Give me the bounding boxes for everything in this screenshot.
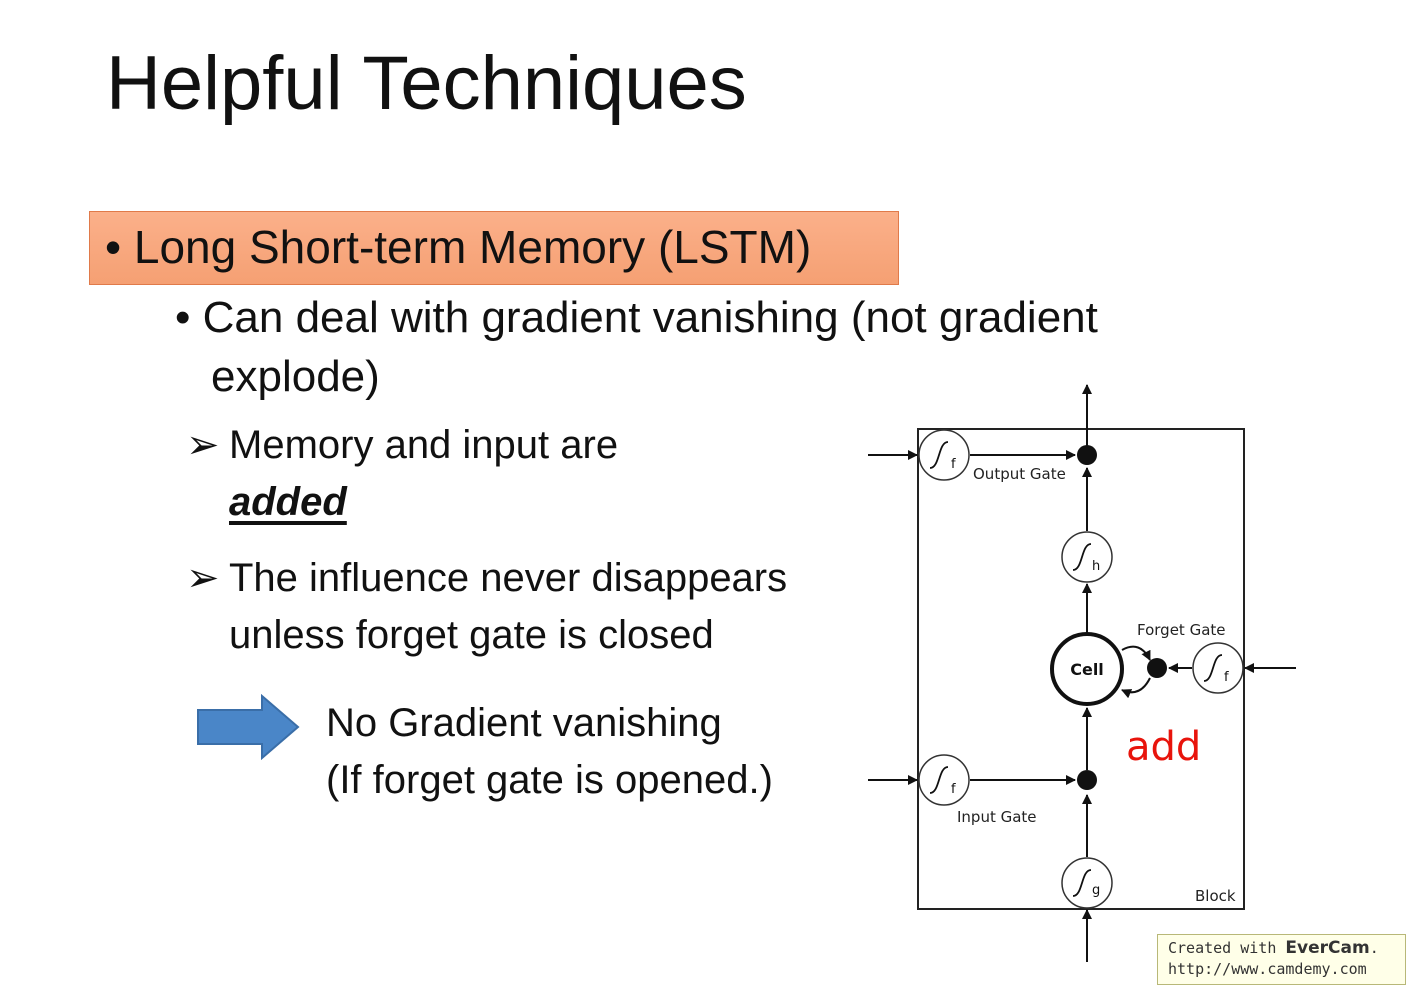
forget-multiply-node [1147, 658, 1167, 678]
arrowhead-bullet-icon: ➢ [186, 423, 220, 467]
point-influence-line2: unless forget gate is closed [229, 613, 714, 657]
output-gate-sub: f [951, 457, 956, 472]
forget-gate-label: Forget Gate [1137, 621, 1226, 639]
input-multiply-node [1077, 770, 1097, 790]
conclusion-line2: (If forget gate is opened.) [326, 758, 773, 802]
forget-gate-sub: f [1224, 670, 1229, 685]
h-activation-icon: h [1061, 531, 1113, 583]
bullet-dot: • [105, 221, 134, 273]
output-gate-label: Output Gate [973, 465, 1066, 483]
bullet-gradient: • Can deal with gradient vanishing (not … [175, 288, 1098, 348]
forget-to-cell-arrow [1121, 677, 1151, 699]
right-arrow-icon [197, 694, 300, 760]
watermark-prefix: Created with [1168, 939, 1286, 957]
input-gate-label: Input Gate [957, 808, 1037, 826]
arrowhead-bullet-icon: ➢ [186, 556, 220, 600]
watermark-url: http://www.camdemy.com [1168, 960, 1367, 978]
input-gate-sigmoid-icon: f [918, 754, 970, 806]
conclusion-line1: No Gradient vanishing [326, 701, 722, 745]
bullet-gradient-line1: Can deal with gradient vanishing (not gr… [202, 293, 1098, 342]
bullet-dot: • [175, 293, 203, 342]
add-annotation: add [1126, 724, 1201, 770]
cell-to-forget-arrow [1121, 645, 1151, 661]
cell-node [1050, 632, 1124, 706]
point-memory-input: Memory and input are [229, 423, 619, 467]
lstm-diagram: f h f f g Cell Output Gate Forget Gate I… [868, 384, 1296, 962]
watermark-suffix: . [1369, 939, 1379, 957]
output-multiply-node [1077, 445, 1097, 465]
bullet-lstm: • Long Short-term Memory (LSTM) [105, 214, 811, 280]
forget-gate-sigmoid-icon: f [1192, 642, 1244, 694]
watermark-brand: EverCam [1285, 938, 1370, 958]
bullet-lstm-text: Long Short-term Memory (LSTM) [133, 221, 812, 273]
emphasis-added: added [229, 480, 347, 524]
input-gate-sub: f [951, 782, 956, 797]
g-sub: g [1092, 883, 1100, 898]
point-influence-line1: The influence never disappears [229, 556, 788, 600]
cell-label: Cell [1070, 660, 1104, 679]
output-gate-sigmoid-icon: f [918, 429, 970, 481]
point-memory-emphasis: added [229, 474, 347, 531]
slide-title: Helpful Techniques [106, 41, 747, 126]
watermark-line1: Created with EverCam. [1168, 938, 1405, 959]
bullet-gradient-line2: explode) [211, 352, 380, 401]
h-sub: h [1092, 559, 1100, 574]
evercam-watermark: Created with EverCam. http://www.camdemy… [1157, 934, 1406, 985]
highlight-box [89, 211, 899, 285]
g-activation-icon: g [1061, 857, 1113, 909]
block-label: Block [1195, 887, 1236, 905]
